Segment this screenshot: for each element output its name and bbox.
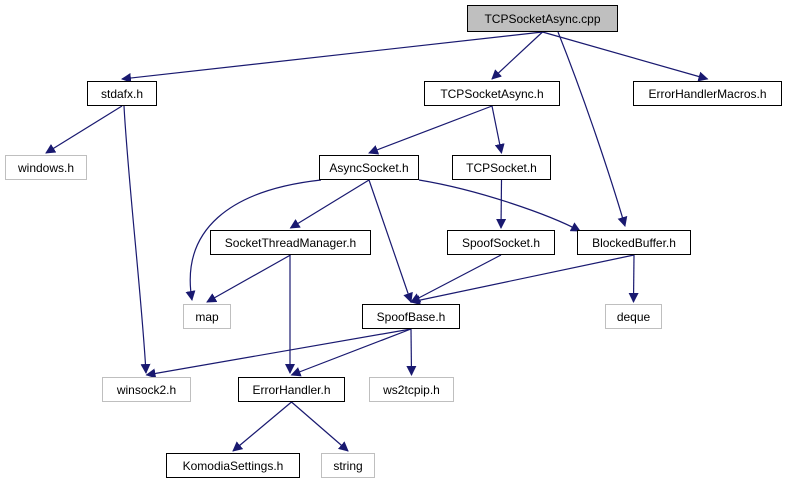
edge-stdafx-h-to-windows-h [45, 105, 123, 154]
node-errorhandlermacros-h[interactable]: ErrorHandlerMacros.h [633, 81, 782, 106]
edge-blockedbuffer-h-to-spoofbase-h [410, 254, 635, 306]
edge-tcpsocketasync-h-to-tcpsocket-h [491, 105, 505, 154]
edge-tcpsocketasync-h-to-asyncsocket-h [368, 105, 493, 155]
edge-errorhandler-h-to-komodiasettings-h [232, 401, 292, 452]
node-errorhandler-h[interactable]: ErrorHandler.h [238, 377, 345, 402]
edge-spoofbase-h-to-ws2tcpip-h [406, 328, 417, 376]
edge-tcpsocketasync-cpp-to-errorhandlermacros-h [542, 31, 709, 82]
edge-asyncsocket-h-to-map [185, 179, 322, 301]
node-socketthreadmanager-h[interactable]: SocketThreadManager.h [210, 230, 371, 255]
edge-tcpsocketasync-cpp-to-blockedbuffer-h [557, 31, 628, 227]
edge-tcpsocketasync-cpp-to-stdafx-h [121, 31, 543, 83]
node-tcpsocketasync-cpp[interactable]: TCPSocketAsync.cpp [467, 5, 618, 32]
edge-errorhandler-h-to-string [291, 401, 349, 452]
edge-tcpsocket-h-to-spoofsocket-h [496, 179, 507, 229]
edge-spoofbase-h-to-winsock2-h [145, 328, 412, 379]
edge-asyncsocket-h-to-socketthreadmanager-h [289, 179, 370, 229]
node-string[interactable]: string [321, 453, 375, 478]
node-spoofbase-h[interactable]: SpoofBase.h [362, 304, 460, 329]
node-windows-h[interactable]: windows.h [5, 155, 87, 180]
edge-asyncsocket-h-to-spoofbase-h [368, 179, 413, 303]
node-map[interactable]: map [183, 304, 231, 329]
node-deque[interactable]: deque [605, 304, 662, 329]
node-ws2tcpip-h[interactable]: ws2tcpip.h [369, 377, 454, 402]
edge-socketthreadmanager-h-to-map [206, 254, 291, 303]
node-asyncsocket-h[interactable]: AsyncSocket.h [319, 155, 419, 180]
node-komodiasettings-h[interactable]: KomodiaSettings.h [166, 453, 300, 478]
node-blockedbuffer-h[interactable]: BlockedBuffer.h [577, 230, 691, 255]
edge-spoofsocket-h-to-spoofbase-h [410, 254, 502, 303]
node-winsock2-h[interactable]: winsock2.h [102, 377, 191, 402]
edge-asyncsocket-h-to-blockedbuffer-h [418, 179, 581, 232]
node-spoofsocket-h[interactable]: SpoofSocket.h [447, 230, 555, 255]
edge-blockedbuffer-h-to-deque [628, 254, 639, 303]
edge-stdafx-h-to-winsock2-h [123, 105, 151, 374]
dependency-edges [45, 31, 709, 452]
node-stdafx-h[interactable]: stdafx.h [87, 81, 157, 106]
node-tcpsocket-h[interactable]: TCPSocket.h [452, 155, 551, 180]
edge-tcpsocketasync-cpp-to-tcpsocketasync-h [491, 31, 543, 80]
edge-spoofbase-h-to-errorhandler-h [290, 328, 412, 377]
node-tcpsocketasync-h[interactable]: TCPSocketAsync.h [424, 81, 560, 106]
